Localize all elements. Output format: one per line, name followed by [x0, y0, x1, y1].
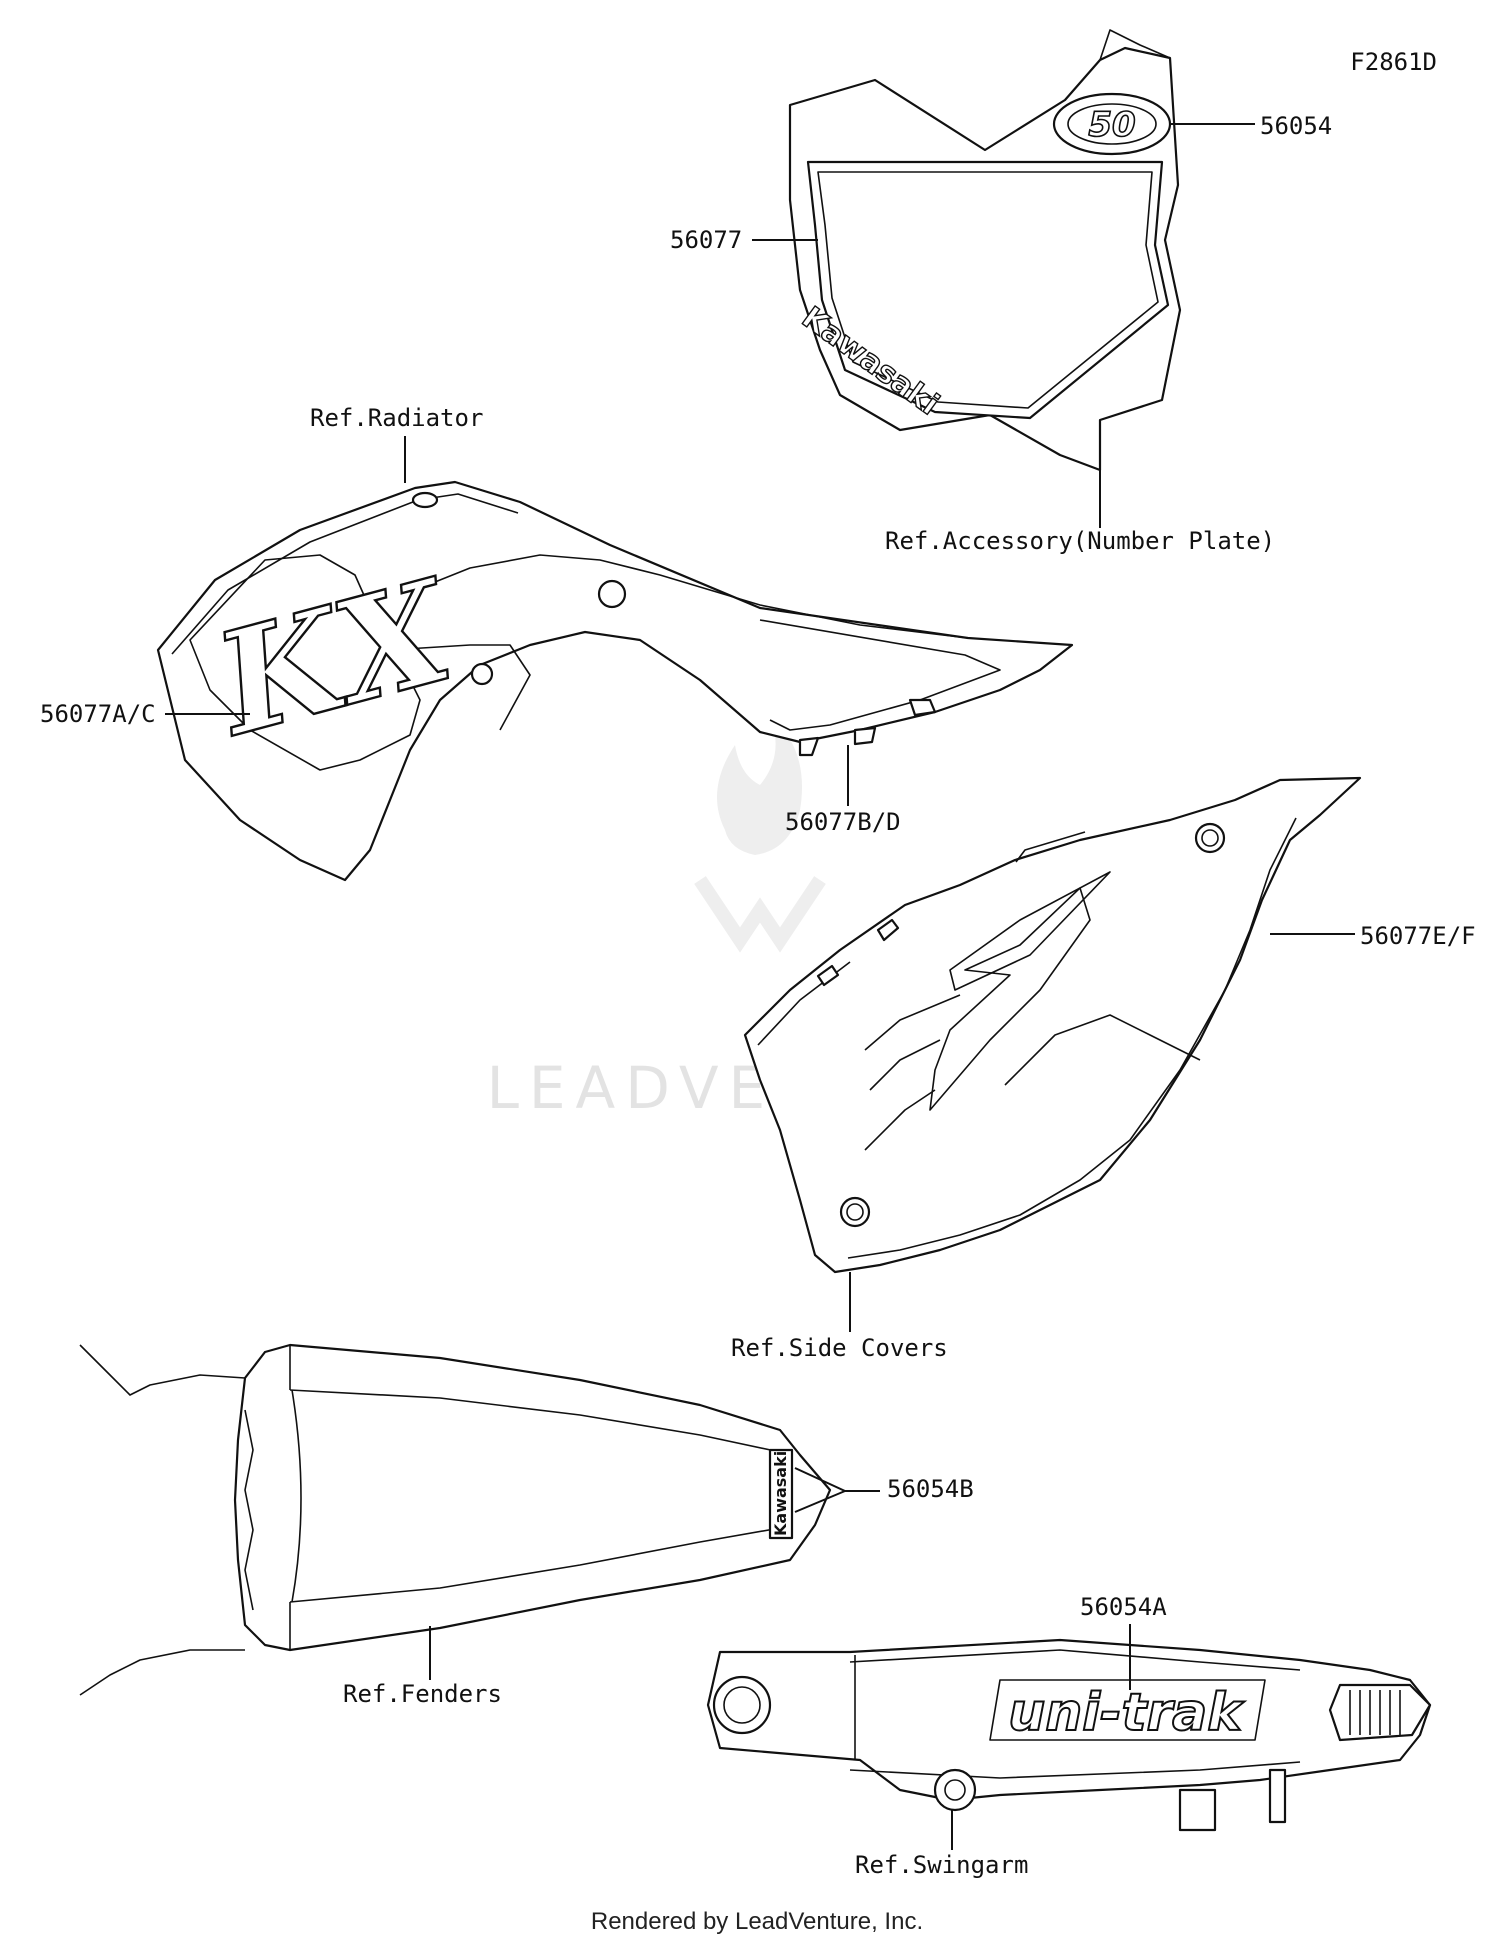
label-56054a[interactable]: 56054A — [1080, 1593, 1167, 1621]
label-56077ef[interactable]: 56077E/F — [1360, 922, 1476, 950]
label-ref-radiator[interactable]: Ref.Radiator — [310, 404, 483, 432]
label-ref-number-plate[interactable]: Ref.Accessory(Number Plate) — [885, 527, 1275, 555]
kawasaki-fender-decal — [768, 1448, 794, 1540]
unitrak-decal — [989, 1679, 1266, 1741]
diagram-code: F2861D — [1350, 48, 1437, 76]
side-cover-cutout — [949, 871, 1111, 991]
label-ref-side-covers[interactable]: Ref.Side Covers — [731, 1334, 948, 1362]
label-56077bd[interactable]: 56077B/D — [785, 808, 901, 836]
label-ref-swingarm[interactable]: Ref.Swingarm — [855, 1851, 1028, 1879]
kawasaki-fender-text: Kawasaki — [771, 1451, 790, 1536]
label-56077[interactable]: 56077 — [670, 226, 742, 254]
kx-graphic-decal — [189, 554, 421, 771]
label-56077ac[interactable]: 56077A/C — [40, 700, 156, 728]
label-56054[interactable]: 56054 — [1260, 112, 1332, 140]
swingarm[interactable]: uni-trak — [706, 1638, 1432, 1832]
seat-outline — [79, 1344, 246, 1396]
label-ref-fenders[interactable]: Ref.Fenders — [343, 1680, 502, 1708]
rear-fender[interactable]: Kawasaki — [79, 1343, 832, 1696]
unitrak-text: uni-trak — [1008, 1683, 1245, 1743]
badge-number-text: 50 — [1088, 105, 1135, 145]
side-cover[interactable] — [743, 776, 1362, 1274]
label-56054b[interactable]: 56054B — [887, 1475, 974, 1503]
number-plate[interactable]: 50 Kawasaki — [788, 29, 1182, 472]
footer-credit: Rendered by LeadVenture, Inc. — [591, 1908, 923, 1935]
